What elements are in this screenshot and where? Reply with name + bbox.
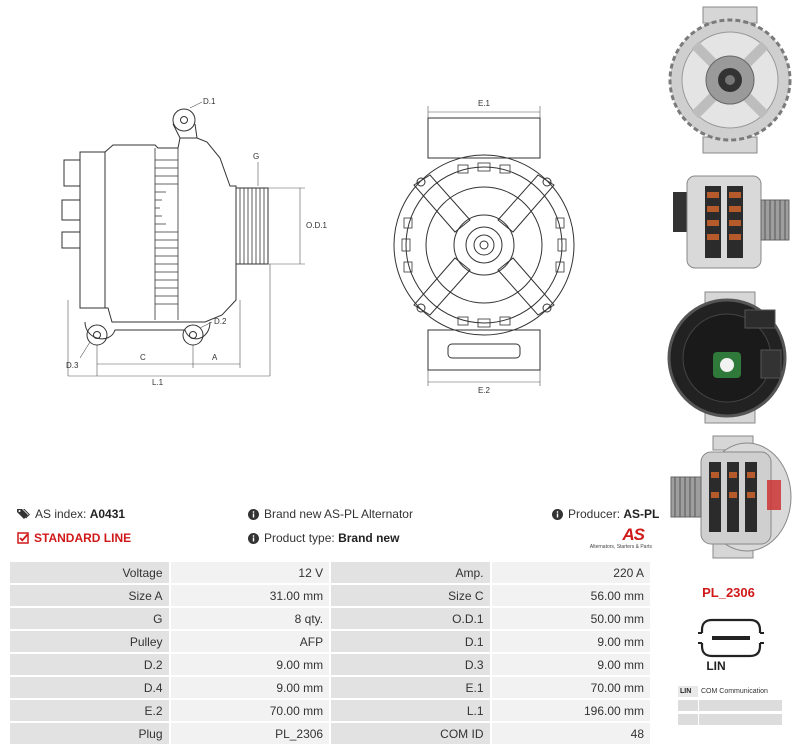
standard-line-row: STANDARD LINE	[17, 531, 131, 545]
table-row: Voltage 12 V Amp. 220 A	[10, 562, 650, 583]
spec-label: Plug	[10, 723, 169, 744]
spec-label: E.2	[10, 700, 169, 721]
spec-value: PL_2306	[170, 723, 330, 744]
spec-label: E.1	[331, 677, 490, 698]
table-row	[678, 714, 782, 725]
producer-value: AS-PL	[623, 507, 660, 521]
spec-label: D.2	[10, 654, 169, 675]
spec-value: 9.00 mm	[170, 654, 330, 675]
logo-tagline: Alternators, Starters & Parts	[589, 544, 652, 550]
dim-c-label: C	[140, 353, 146, 362]
spec-value: 48	[491, 723, 650, 744]
comm-description	[699, 700, 782, 711]
table-row: Pulley AFP D.1 9.00 mm	[10, 631, 650, 652]
comm-code	[678, 714, 698, 725]
spec-value: 8 qty.	[170, 608, 330, 629]
dim-l1-label: L.1	[152, 378, 164, 387]
dim-e1-label: E.1	[478, 99, 491, 108]
spec-label: D.4	[10, 677, 169, 698]
product-photo-front	[668, 6, 792, 154]
tags-icon	[17, 509, 30, 519]
spec-label: Amp.	[331, 562, 490, 583]
spec-value: 220 A	[491, 562, 650, 583]
spec-label: Pulley	[10, 631, 169, 652]
info-icon	[552, 508, 563, 520]
spec-value: 70.00 mm	[170, 700, 330, 721]
spec-value: 70.00 mm	[491, 677, 650, 698]
dim-d3-label: D.3	[66, 361, 79, 370]
comm-code	[678, 700, 698, 711]
as-index-label: AS index:	[35, 507, 87, 521]
table-row: E.2 70.00 mm L.1 196.00 mm	[10, 700, 650, 721]
spec-label: G	[10, 608, 169, 629]
spec-label: L.1	[331, 700, 490, 721]
plug-name: LIN	[706, 659, 726, 673]
dim-d2-label: D.2	[214, 317, 227, 326]
table-row: D.2 9.00 mm D.3 9.00 mm	[10, 654, 650, 675]
spec-value: 9.00 mm	[170, 677, 330, 698]
product-photo-rear	[667, 291, 787, 424]
spec-value: 196.00 mm	[491, 700, 650, 721]
standard-line-label: STANDARD LINE	[34, 531, 132, 545]
dim-od1-label: O.D.1	[306, 221, 327, 230]
part-code: PL_2306	[702, 585, 755, 600]
product-photo-angle	[670, 435, 792, 559]
product-photo-side	[673, 175, 790, 269]
table-row	[678, 700, 782, 711]
dim-a-label: A	[212, 353, 218, 362]
producer-row: Producer: AS-PL	[552, 507, 659, 521]
table-row: D.4 9.00 mm E.1 70.00 mm	[10, 677, 650, 698]
spec-table: Voltage 12 V Amp. 220 A Size A 31.00 mm …	[8, 560, 652, 746]
info-icon	[248, 508, 259, 520]
as-index-row: AS index: A0431	[17, 507, 125, 521]
product-type-value: Brand new	[338, 531, 400, 545]
spec-label: O.D.1	[331, 608, 490, 629]
spec-label: D.1	[331, 631, 490, 652]
dim-d1-label: D.1	[203, 97, 216, 106]
spec-value: 50.00 mm	[491, 608, 650, 629]
info-icon	[248, 532, 259, 544]
table-row: LIN COM Communication	[678, 686, 782, 697]
logo-mark: AS	[622, 525, 645, 544]
dim-e2-label: E.2	[478, 386, 491, 395]
product-type-label: Product type:	[264, 531, 335, 545]
spec-value: 31.00 mm	[170, 585, 330, 606]
spec-value: 12 V	[170, 562, 330, 583]
brand-text: Brand new AS-PL Alternator	[264, 507, 413, 521]
plug-connector-icon	[698, 618, 764, 658]
spec-label: Size A	[10, 585, 169, 606]
front-view	[393, 117, 575, 371]
as-pl-logo: AS Alternators, Starters & Parts	[586, 525, 652, 553]
comm-code: LIN	[678, 686, 698, 697]
spec-value: 9.00 mm	[491, 631, 650, 652]
table-row: G 8 qty. O.D.1 50.00 mm	[10, 608, 650, 629]
communication-table: LIN COM Communication	[678, 686, 782, 728]
spec-label: D.3	[331, 654, 490, 675]
comm-description	[699, 714, 782, 725]
technical-drawing: D.1 G O.D.1 D.2 D.3 C A L.1	[61, 97, 575, 395]
as-index-value: A0431	[89, 507, 126, 521]
spec-value: 9.00 mm	[491, 654, 650, 675]
side-view-body	[79, 137, 237, 323]
dim-g-label: G	[253, 152, 259, 161]
producer-label: Producer:	[568, 507, 621, 521]
spec-label: Voltage	[10, 562, 169, 583]
brand-row: Brand new AS-PL Alternator	[248, 507, 413, 521]
comm-description: COM Communication	[699, 686, 782, 697]
spec-value: 56.00 mm	[491, 585, 650, 606]
spec-label: Size C	[331, 585, 490, 606]
spec-value: AFP	[170, 631, 330, 652]
table-row: Plug PL_2306 COM ID 48	[10, 723, 650, 744]
checkbox-checked-icon	[17, 532, 29, 544]
spec-label: COM ID	[331, 723, 490, 744]
table-row: Size A 31.00 mm Size C 56.00 mm	[10, 585, 650, 606]
product-type-row: Product type: Brand new	[248, 531, 399, 545]
